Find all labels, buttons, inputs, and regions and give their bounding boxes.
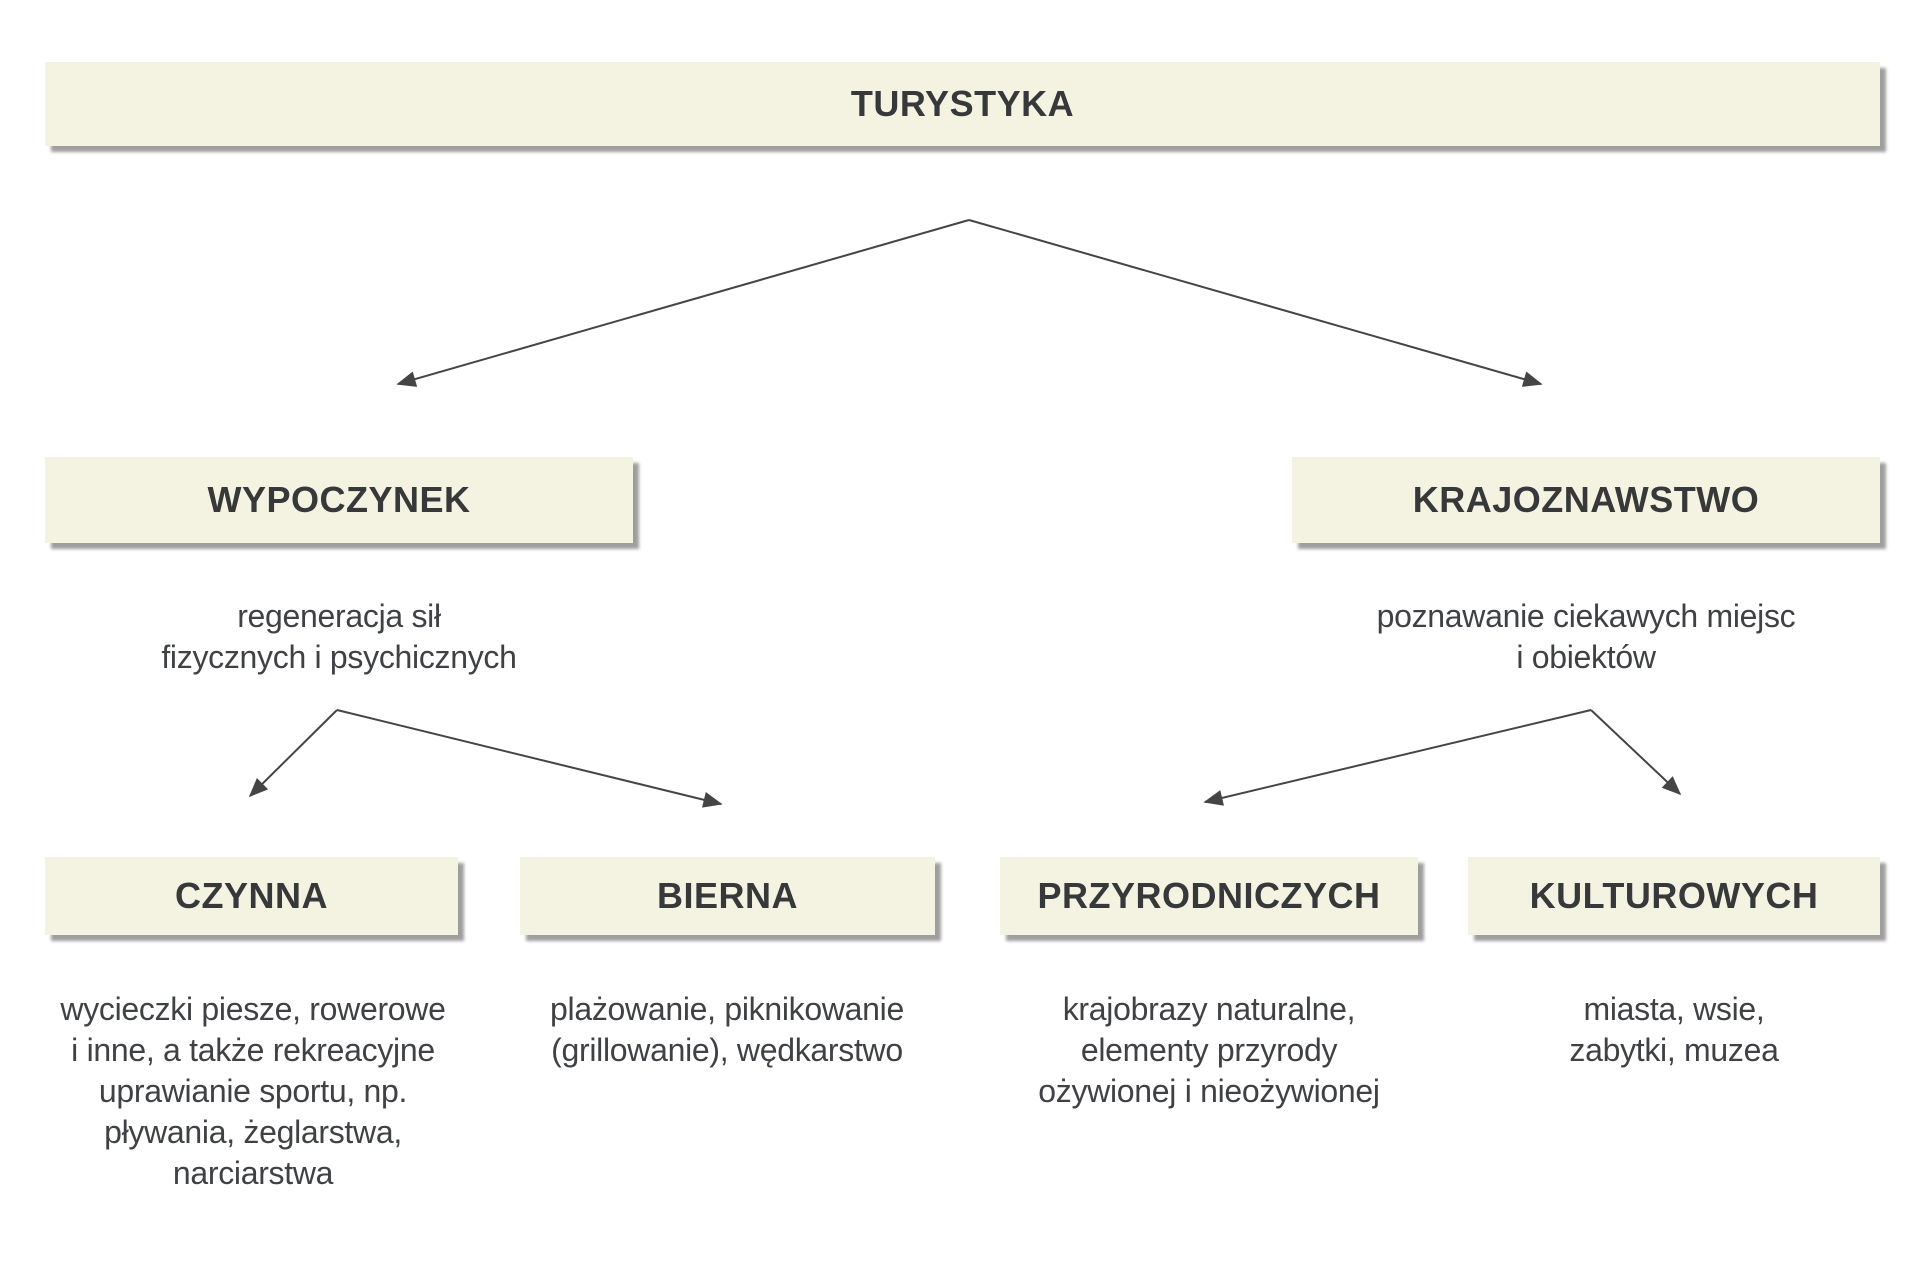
arrow-krajoznawstwo-to-kulturowych <box>1590 709 1682 796</box>
description-bierna: plażowanie, piknikowanie (grillowanie), … <box>550 991 904 1068</box>
description-wypoczynek: regeneracja sił fizycznych i psychicznyc… <box>161 598 517 675</box>
node-bierna-label: BIERNA <box>656 875 798 916</box>
node-kulturowych-label: KULTUROWYCH <box>1529 875 1819 916</box>
node-turystyka: TURYSTYKA <box>45 62 1880 146</box>
node-przyrodniczych-label: PRZYRODNICZYCH <box>1037 875 1381 916</box>
description-czynna: wycieczki piesze, rowerowe i inne, a tak… <box>60 991 446 1191</box>
description-przyrodniczych: krajobrazy naturalne, elementy przyrody … <box>1038 991 1380 1109</box>
arrow-wypoczynek-to-czynna <box>248 709 338 798</box>
node-czynna-label: CZYNNA <box>175 875 328 916</box>
node-wypoczynek: WYPOCZYNEK <box>45 457 633 543</box>
node-krajoznawstwo: KRAJOZNAWSTWO <box>1292 457 1880 543</box>
arrow-turystyka-to-krajoznawstwo <box>968 219 1543 387</box>
node-krajoznawstwo-label: KRAJOZNAWSTWO <box>1412 479 1760 520</box>
node-bierna: BIERNA <box>520 857 935 935</box>
description-kulturowych: miasta, wsie, zabytki, muzea <box>1569 991 1779 1068</box>
node-kulturowych: KULTUROWYCH <box>1468 857 1880 935</box>
node-turystyka-label: TURYSTYKA <box>850 83 1075 124</box>
node-przyrodniczych: PRZYRODNICZYCH <box>1000 857 1418 935</box>
node-wypoczynek-label: WYPOCZYNEK <box>207 479 471 520</box>
arrow-turystyka-to-wypoczynek <box>396 219 970 387</box>
arrow-krajoznawstwo-to-przyrodniczych <box>1203 709 1592 806</box>
arrow-wypoczynek-to-bierna <box>336 709 723 808</box>
node-czynna: CZYNNA <box>45 857 458 935</box>
description-krajoznawstwo: poznawanie ciekawych miejsc i obiektów <box>1376 598 1796 675</box>
